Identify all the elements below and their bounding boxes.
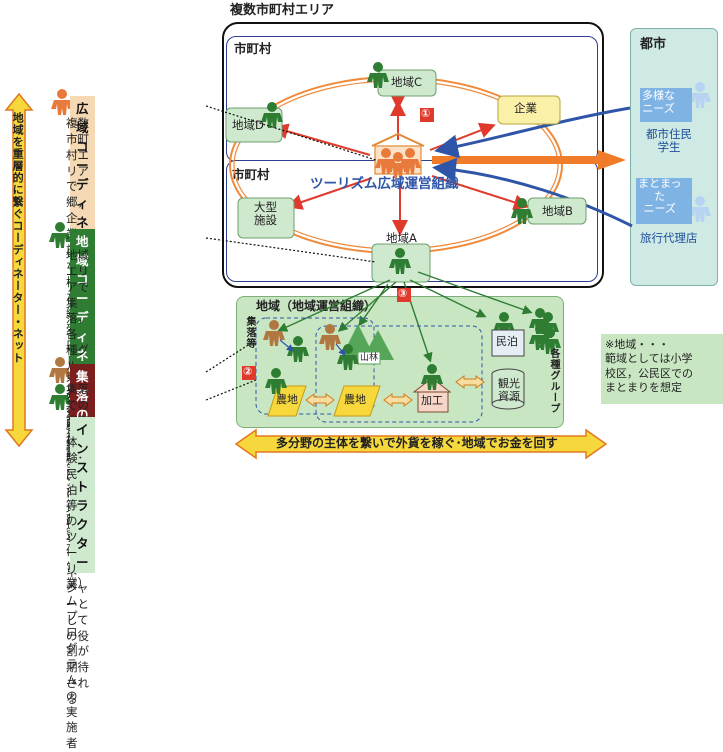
facility-box	[237, 197, 295, 239]
diagram-drawing	[4, 62, 711, 460]
city-residents-label: 都市住民 学生	[646, 127, 692, 155]
farmland-2	[333, 385, 381, 417]
bottom-arrow-label: 多分野の主体を繋いで外貨を稼ぐ･地域でお金を回す	[276, 436, 558, 450]
arrow-to-area-d	[272, 123, 371, 156]
diverse-needs-label: 多様な ニーズ	[642, 89, 675, 115]
area-a-label: 地域A	[386, 231, 417, 245]
processing-label: 加工	[421, 394, 443, 407]
area-note: ※地域・・・ 範域としては小学 校区，公民区での まとまりを想定	[601, 334, 723, 404]
company-box	[497, 95, 561, 125]
travel-agency-label: 旅行代理店	[640, 231, 698, 245]
multi-area-title: 複数市町村エリア	[230, 3, 335, 18]
blue-arrow-diverse-needs	[434, 106, 631, 159]
forest-label: 山林	[360, 353, 379, 363]
horizontal-double-arrow	[234, 428, 608, 460]
area-d-label: 地域D	[232, 118, 264, 132]
city-panel	[630, 28, 718, 286]
grouped-needs-box	[636, 178, 692, 224]
area-b-label: 地域B	[542, 204, 573, 218]
large-facility-label: 大型 施設	[254, 200, 277, 228]
badge-3: ③	[398, 287, 408, 300]
tourism-resource-label: 観光 資源	[498, 377, 520, 403]
vertical-arrow-label: 地域を重層的に繋ぐコーディネーター・ネット	[11, 112, 25, 364]
municipality-top-label: 市町村	[234, 41, 272, 56]
area-c-label: 地域C	[391, 75, 423, 89]
municipality-bottom-label: 市町村	[232, 167, 270, 182]
inn-label: 民泊	[496, 335, 518, 348]
farmland-1-label: 農地	[276, 393, 298, 406]
inn-box	[491, 329, 525, 357]
arrow-to-facility	[286, 177, 373, 210]
company-label: 企業	[514, 101, 537, 115]
tourism-org-label: ツーリズム広域運営組織	[310, 176, 459, 192]
role-instructor-desc: 体験･民泊等のツーリ ズムプログラムの実施 者	[66, 435, 84, 751]
badge-1: ①	[421, 107, 431, 120]
blue-arrow-grouped-needs	[432, 157, 633, 228]
farmland-2-label: 農地	[344, 393, 366, 406]
orange-arrow-to-city	[432, 150, 626, 170]
diverse-needs-box	[640, 88, 692, 122]
area-c-box	[377, 69, 437, 97]
vertical-double-arrow	[4, 92, 34, 448]
local-org-title: 地域（地域運営組織）	[256, 299, 377, 313]
city-title: 都市	[640, 37, 667, 52]
village-label: 集落等	[244, 316, 255, 349]
groups-label: 各種グループ	[548, 348, 559, 414]
grouped-needs-label: まとまっ た ニーズ	[638, 177, 682, 216]
org-house	[371, 132, 425, 147]
badge-2: ②	[243, 365, 253, 378]
